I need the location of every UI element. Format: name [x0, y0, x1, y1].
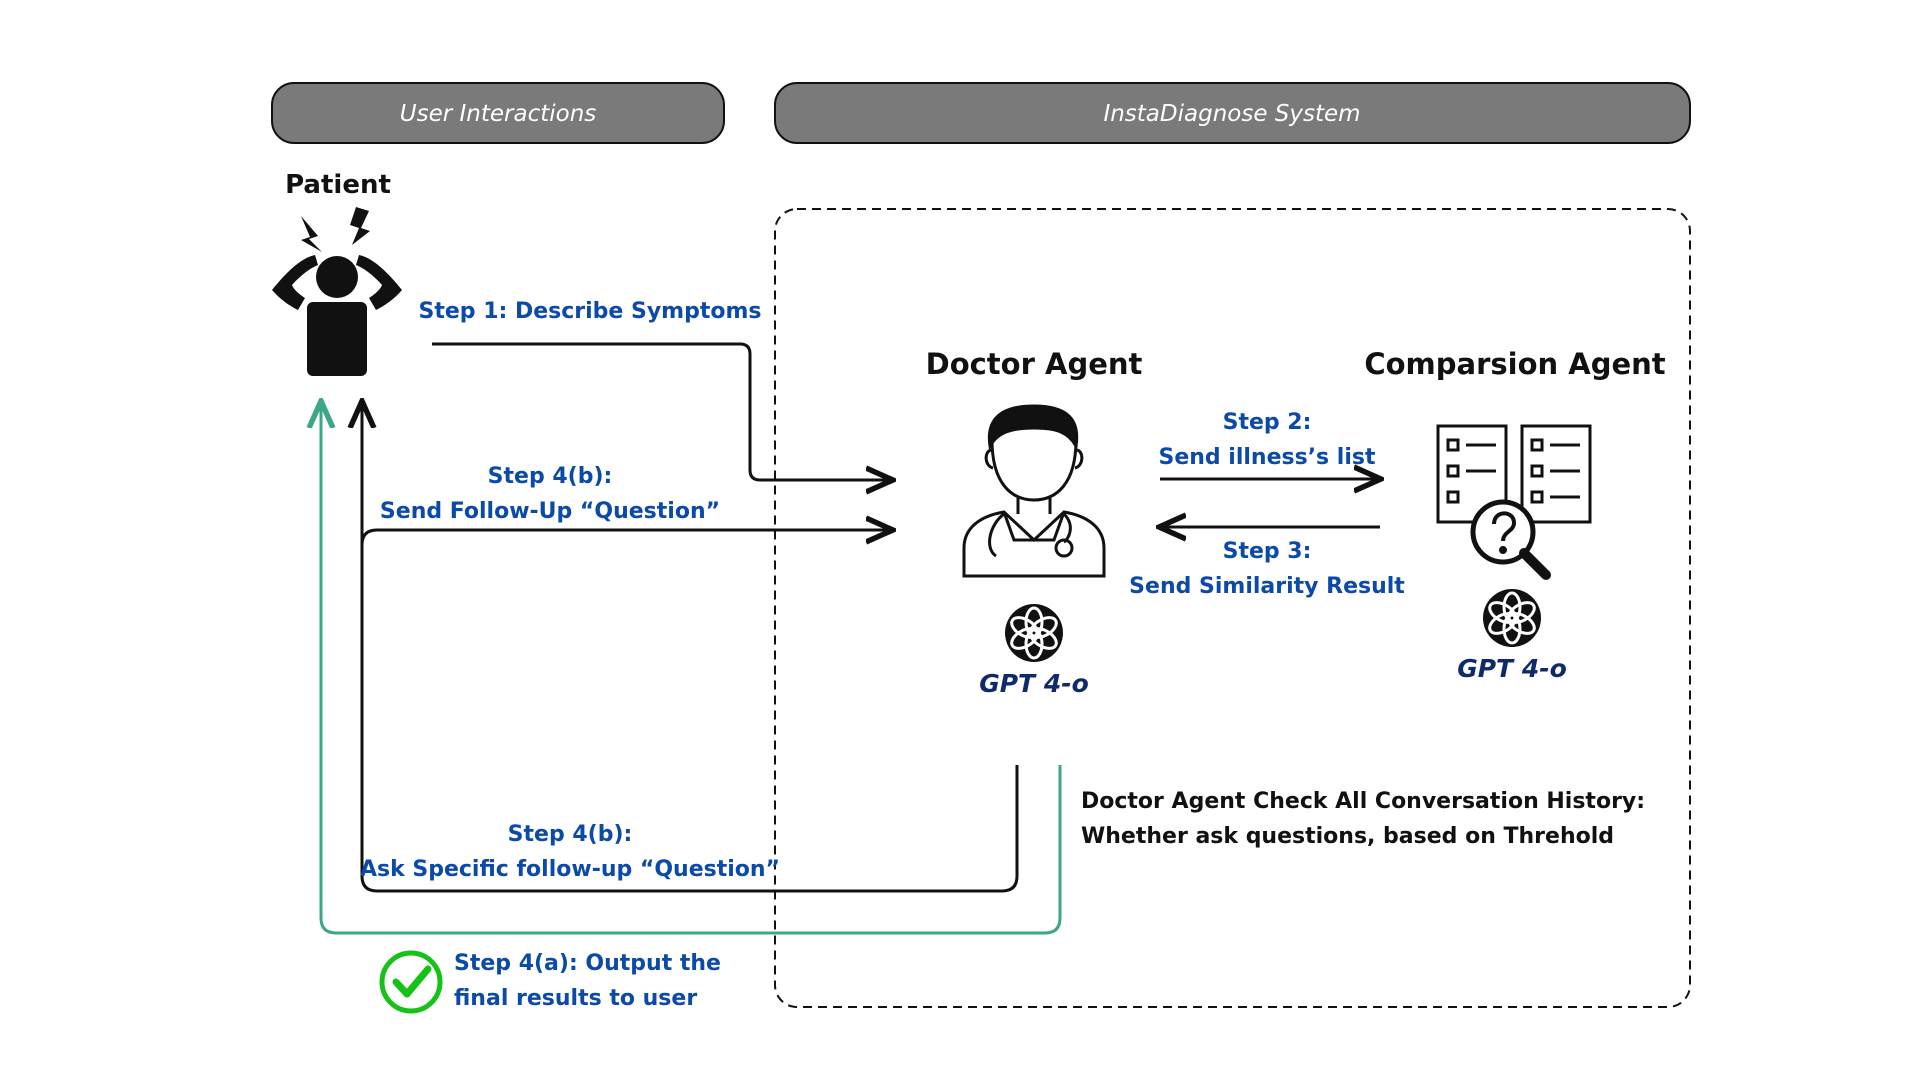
step3-line2: Send Similarity Result: [1129, 574, 1405, 599]
step4b-top-line2: Send Follow-Up “Question”: [380, 499, 720, 524]
doctor-agent-title: Doctor Agent: [926, 347, 1143, 381]
step2-line2: Send illness’s list: [1158, 445, 1376, 470]
system-boundary: [774, 208, 1691, 1008]
user-interactions-header: User Interactions: [271, 82, 725, 144]
history-check-line2: Whether ask questions, based on Threhold: [1081, 824, 1614, 849]
checkmark-icon: [379, 950, 443, 1014]
step1-label: Step 1: Describe Symptoms: [419, 299, 762, 324]
step4b-followup-arrow: [360, 530, 890, 553]
checklist-search-icon: [1436, 424, 1592, 580]
step3-line1: Step 3:: [1223, 539, 1312, 564]
system-title: InstaDiagnose System: [1103, 101, 1360, 127]
step2-line1: Step 2:: [1223, 410, 1312, 435]
openai-logo-icon: [1005, 604, 1063, 662]
system-header: InstaDiagnose System: [774, 82, 1691, 144]
doctor-icon: [962, 404, 1106, 578]
step4b-bottom-line2: Ask Specific follow-up “Question”: [360, 857, 780, 882]
step4a-output-loop: [321, 404, 1062, 935]
step4b-top-line1: Step 4(b):: [488, 464, 613, 489]
step4b-bottom-line1: Step 4(b):: [508, 822, 633, 847]
user-interactions-title: User Interactions: [400, 101, 597, 127]
stressed-person-icon: [272, 207, 402, 376]
patient-label: Patient: [285, 170, 391, 200]
history-check-line1: Doctor Agent Check All Conversation Hist…: [1081, 789, 1645, 814]
step4a-line2: final results to user: [454, 986, 697, 1011]
step4a-line1: Step 4(a): Output the: [454, 951, 721, 976]
doctor-model-label: GPT 4-o: [979, 669, 1089, 698]
step4b-question-loop: [362, 404, 1019, 893]
comparison-agent-title: Comparsion Agent: [1364, 347, 1665, 381]
step1-arrow: [432, 342, 890, 480]
comparison-model-label: GPT 4-o: [1457, 654, 1567, 683]
openai-logo-icon: [1483, 589, 1541, 647]
